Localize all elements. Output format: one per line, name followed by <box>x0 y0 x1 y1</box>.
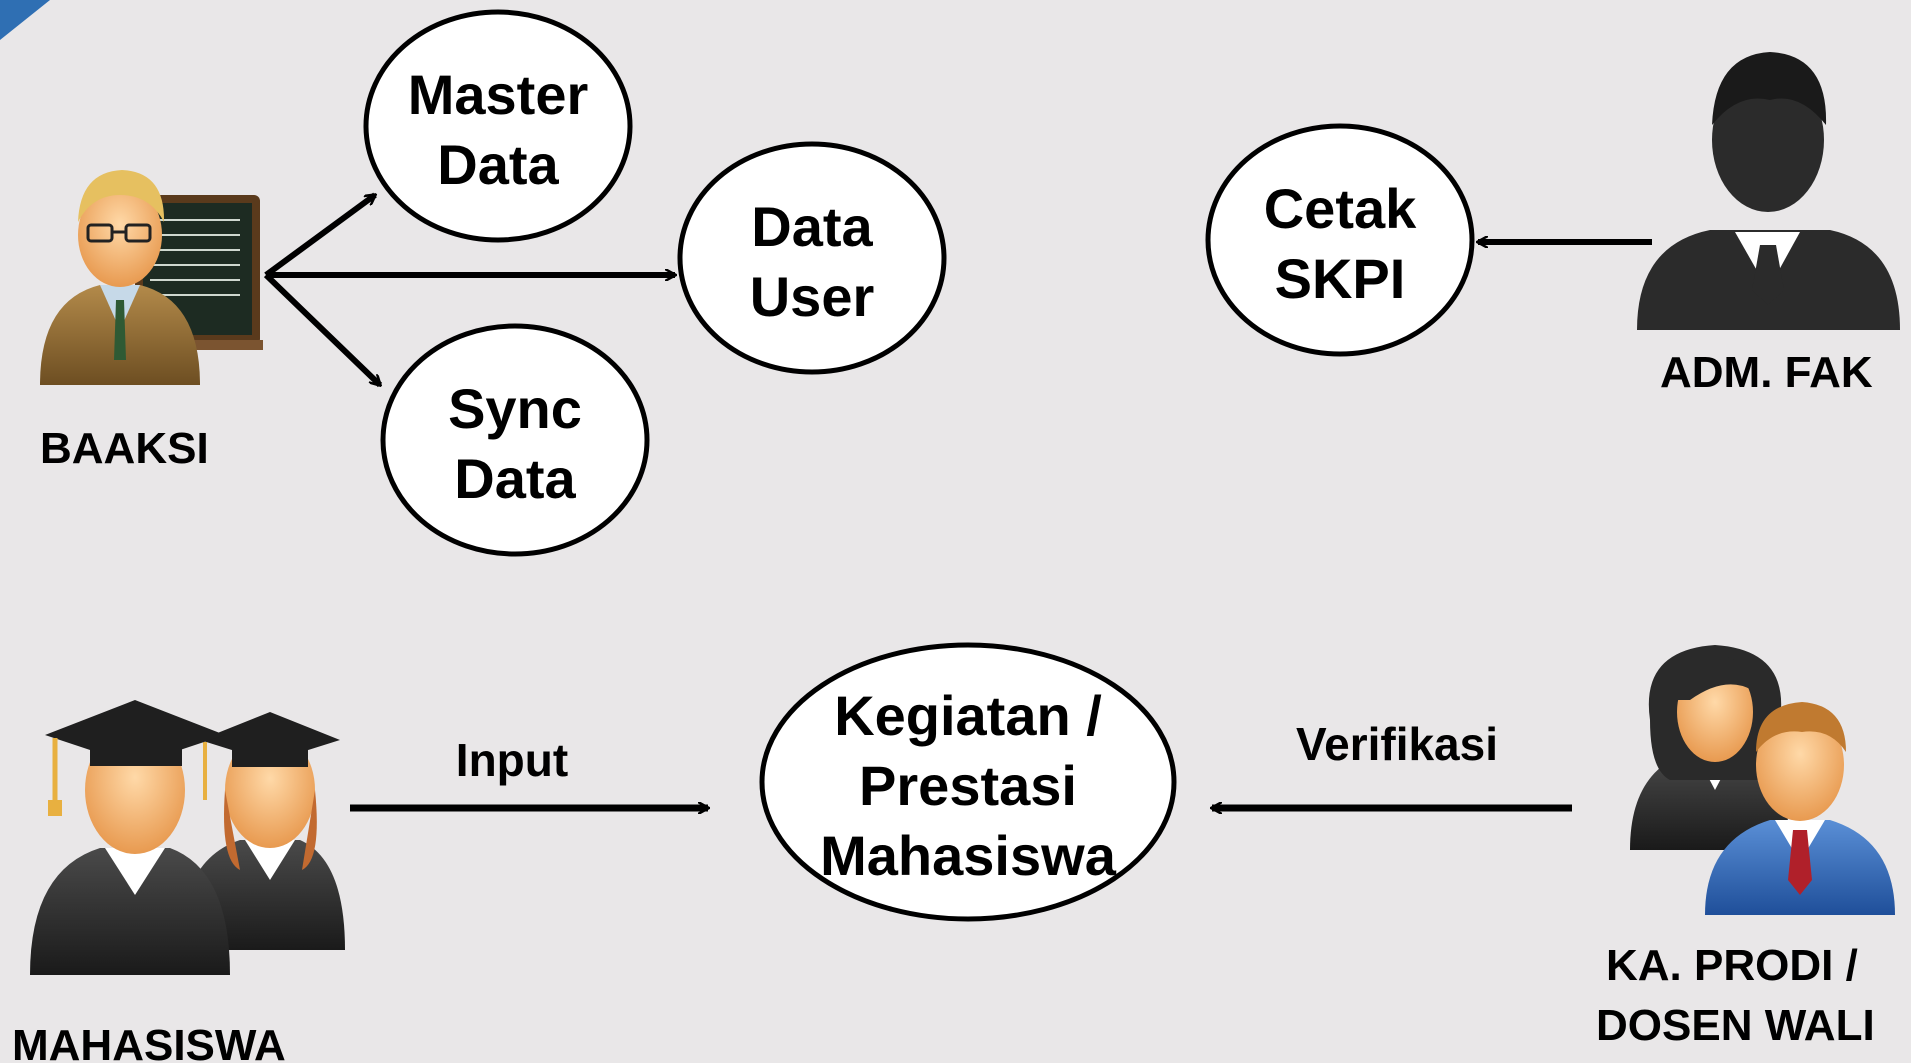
process-data-user: Data User <box>677 141 947 375</box>
actor-label-dosen-wali: DOSEN WALI <box>1596 1001 1875 1050</box>
process-label-line: Kegiatan / <box>834 684 1102 747</box>
staff-couple-icon <box>1630 645 1895 915</box>
edge-label-input: Input <box>456 734 568 786</box>
process-label-line: Cetak <box>1264 177 1417 240</box>
teacher-icon <box>40 170 263 385</box>
actor-label-ka-prodi: KA. PRODI / <box>1606 941 1858 990</box>
actor-label-mahasiswa: MAHASISWA <box>12 1021 286 1063</box>
edge-baaksi-sync-data <box>263 272 380 385</box>
process-label-line: User <box>750 265 875 328</box>
process-kegiatan-prestasi: Kegiatan / Prestasi Mahasiswa <box>759 642 1177 922</box>
businessman-icon <box>1637 52 1900 330</box>
process-sync-data: Sync Data <box>380 323 650 557</box>
process-cetak-skpi: Cetak SKPI <box>1205 123 1475 357</box>
corner-accent <box>0 0 50 40</box>
actor-label-baaksi: BAAKSI <box>40 424 209 473</box>
edge-label-verifikasi: Verifikasi <box>1296 718 1498 770</box>
process-label-line: Data <box>437 133 559 196</box>
process-master-data: Master Data <box>363 9 633 243</box>
graduates-icon <box>30 700 345 975</box>
process-label-line: Mahasiswa <box>820 824 1117 887</box>
process-label-line: Sync <box>448 377 582 440</box>
process-label-line: Prestasi <box>859 754 1077 817</box>
process-label-line: Master <box>408 63 589 126</box>
process-label-line: SKPI <box>1275 247 1406 310</box>
process-label-line: Data <box>751 195 873 258</box>
process-label-line: Data <box>454 447 576 510</box>
edge-baaksi-master-data <box>264 192 375 278</box>
edges <box>263 192 1652 808</box>
actor-label-adm-fak: ADM. FAK <box>1660 348 1873 397</box>
